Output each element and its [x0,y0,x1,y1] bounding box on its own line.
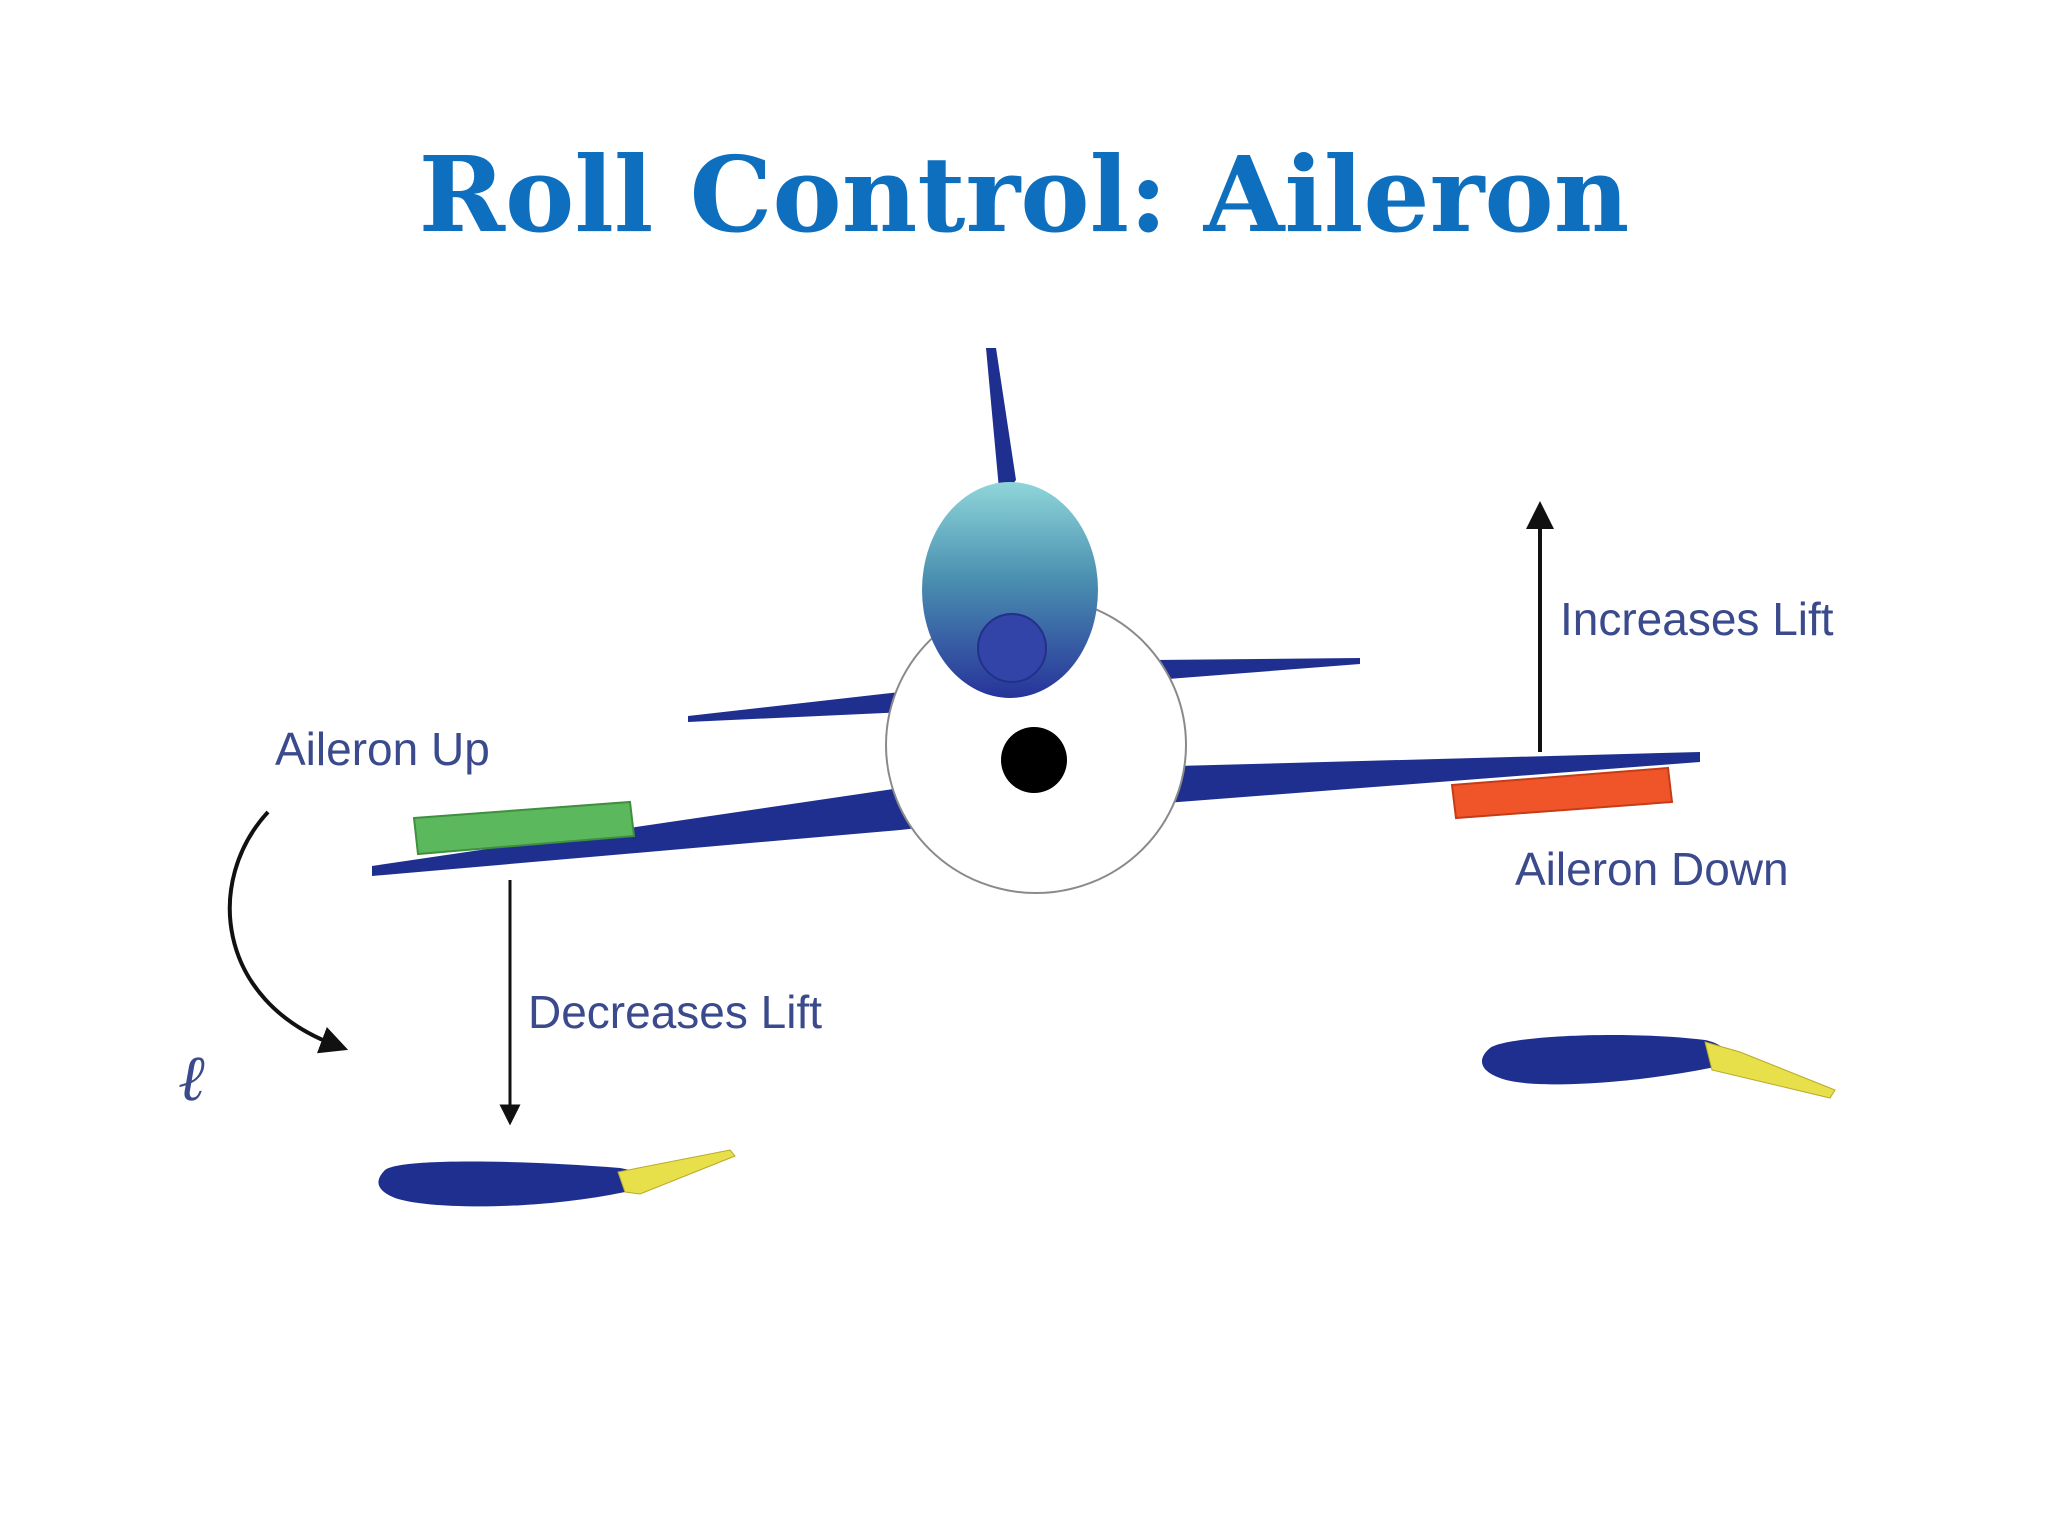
airfoil-aileron-up [378,1149,736,1207]
pilot-head [977,613,1047,683]
engine-intake [1001,727,1067,793]
label-decreases-lift: Decreases Lift [528,986,822,1038]
right-horizontal-stabilizer [1155,658,1360,680]
slide-title: Roll Control: Aileron [418,133,1630,256]
label-aileron-down: Aileron Down [1515,843,1789,895]
label-roll-moment-symbol: ℓ [178,1042,205,1116]
aileron-up-surface [412,800,636,856]
left-horizontal-stabilizer [688,692,905,722]
canopy [922,482,1098,698]
label-aileron-up: Aileron Up [275,723,490,775]
tail-fin [986,348,1016,500]
roll-moment-arrow [227,810,349,1054]
label-increases-lift: Increases Lift [1560,593,1834,645]
airfoil-aileron-down [1481,1034,1836,1099]
aileron-down-surface [1450,766,1674,820]
